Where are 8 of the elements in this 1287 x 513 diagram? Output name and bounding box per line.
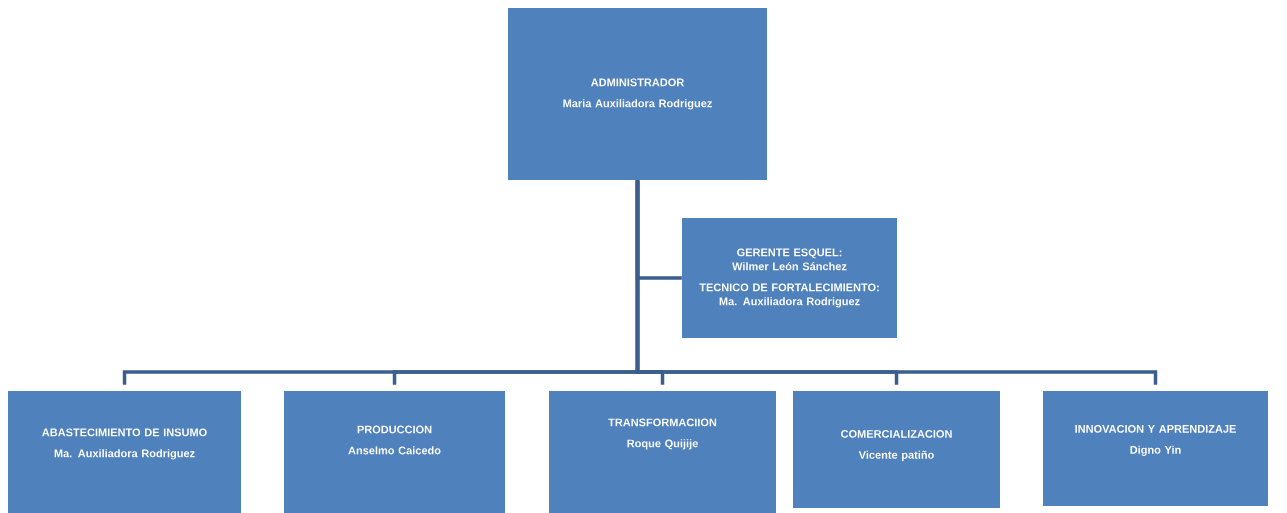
- org-box: INNOVACION Y APRENDIZAJE Digno Yin: [1043, 391, 1268, 506]
- org-box: ABASTECIMIENTO DE INSUMO Ma. Auxiliadora Rodriguez: [8, 391, 241, 513]
- org-box: GERENTE ESQUEL: Wilmer León Sánchez TECNICO DE FORTALECIMIENTO: Ma. Auxiliadora Rodriguez: [682, 218, 897, 338]
- org-box: COMERCIALIZACION Vicente patiño: [793, 391, 1000, 508]
- org-box: PRODUCCION Anselmo Caicedo: [284, 391, 505, 513]
- connector-line: [635, 180, 1158, 385]
- org-box: TRANSFORMACIION Roque Quijije: [549, 391, 776, 513]
- org-box: ADMINISTRADOR Maria Auxiliadora Rodriguez: [508, 8, 767, 180]
